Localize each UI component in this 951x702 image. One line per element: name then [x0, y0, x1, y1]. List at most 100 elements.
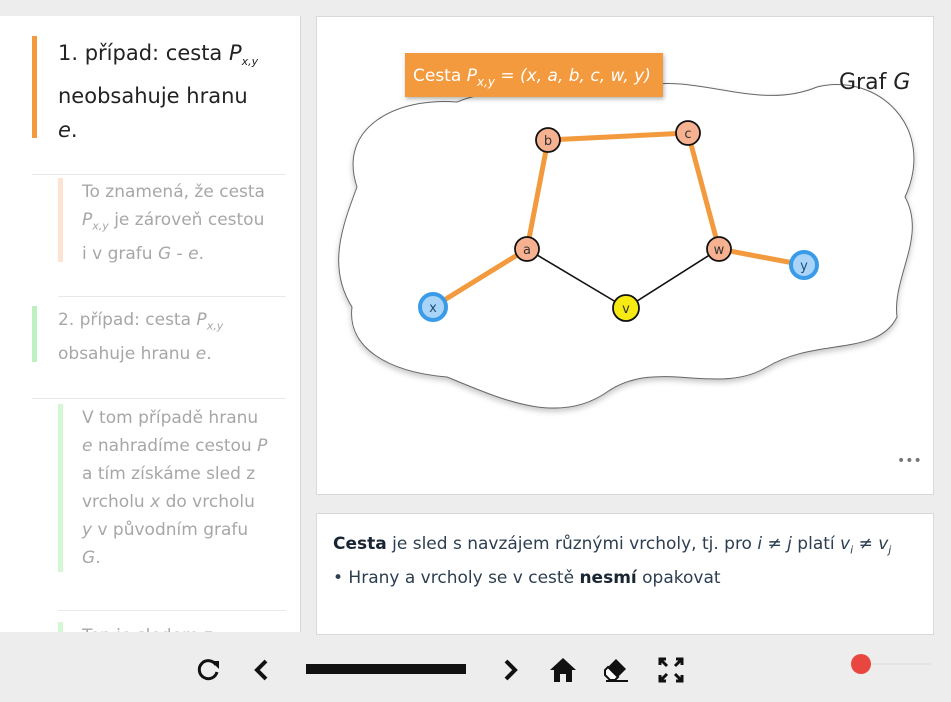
- callout-subscript: x,y: [476, 75, 496, 89]
- step-4-line2: nahradíme cestou: [92, 436, 258, 456]
- step-3-prefix: 2. případ: cesta: [58, 310, 197, 330]
- reload-icon[interactable]: [195, 656, 223, 684]
- next-icon[interactable]: [496, 656, 524, 684]
- node-w[interactable]: w: [706, 236, 732, 262]
- vertex-y-symbol: y: [82, 520, 93, 540]
- step-accent-bar: [58, 178, 63, 262]
- step-4-line4b: do vrcholu: [160, 492, 255, 512]
- callout-prefix: Cesta: [413, 66, 467, 86]
- step-3-end: .: [206, 344, 212, 365]
- node-x-circle[interactable]: [418, 292, 448, 322]
- step-2-line1: To znamená, že cesta: [82, 182, 265, 202]
- step-3[interactable]: 2. případ: cesta Px,y obsahuje hranu e.: [32, 306, 286, 399]
- step-4-text: V tom případě hranu e nahradíme cestou P…: [82, 404, 286, 572]
- node-y[interactable]: y: [789, 250, 819, 280]
- graph-title: Graf G: [839, 70, 910, 95]
- node-v[interactable]: v: [612, 294, 640, 322]
- node-v-label: v: [622, 302, 630, 317]
- step-2-line3a: i v grafu: [82, 244, 158, 265]
- graph-symbol: G: [157, 244, 172, 265]
- step-4-line3: a tím získáme sled z: [82, 464, 256, 484]
- steps-panel: 1. případ: cesta Px,y neobsahuje hranu e…: [0, 16, 301, 632]
- record-dot-icon[interactable]: [851, 654, 871, 674]
- callout-symbol: P: [467, 66, 478, 86]
- record-slider-track[interactable]: [871, 663, 931, 665]
- step-3-text: 2. případ: cesta Px,y obsahuje hranu e.: [58, 306, 286, 368]
- step-5[interactable]: Ten je sledem z: [58, 622, 286, 632]
- step-4[interactable]: V tom případě hranu e nahradíme cestou P…: [58, 404, 286, 611]
- edge-v-w: [625, 248, 720, 309]
- progress-bar[interactable]: [306, 664, 466, 674]
- node-x[interactable]: x: [418, 292, 448, 322]
- node-b-label: b: [544, 134, 552, 149]
- step-2-line3b: -: [171, 244, 189, 265]
- node-c[interactable]: c: [675, 120, 701, 146]
- edge-x-a: [431, 246, 529, 310]
- vertex-vi-sub: i: [850, 543, 854, 557]
- definition-bullet: • Hrany a vrcholy se v cestě nesmí opako…: [333, 564, 917, 592]
- step-accent-bar: [58, 404, 63, 572]
- path-subscript: x,y: [92, 219, 109, 233]
- node-y-label: y: [800, 259, 808, 274]
- bullet-end: opakovat: [636, 568, 721, 589]
- step-4-line1: V tom případě hranu: [82, 408, 259, 428]
- step-2[interactable]: To znamená, že cesta Px,y je zároveň ces…: [58, 178, 286, 297]
- prev-icon[interactable]: [248, 656, 276, 684]
- neq-symbol: ≠: [762, 534, 788, 554]
- node-c-label: c: [684, 127, 691, 142]
- bullet-bold: nesmí: [579, 568, 637, 589]
- step-5-text: Ten je sledem z: [82, 622, 286, 632]
- definition-text2: platí: [791, 534, 841, 554]
- definition-panel: Cesta je sled s navzájem různými vrcholy…: [316, 513, 934, 635]
- eraser-icon[interactable]: [603, 656, 631, 684]
- step-4-line5: v původním grafu: [92, 520, 249, 540]
- step-2-line2: je zároveň cestou: [108, 210, 265, 230]
- graph-nodes: x a b c w y v: [418, 120, 819, 322]
- path-subscript: x,y: [206, 319, 224, 333]
- graph-boundary-blob: [338, 83, 915, 409]
- node-y-circle[interactable]: [789, 250, 819, 280]
- path-symbol: P: [228, 41, 242, 65]
- step-1-line2: neobsahuje hranu: [58, 84, 248, 109]
- index-j: j: [787, 534, 792, 554]
- node-x-label: x: [429, 301, 437, 316]
- node-c-circle[interactable]: [675, 120, 701, 146]
- step-accent-bar: [32, 306, 37, 362]
- node-a[interactable]: a: [514, 236, 540, 262]
- step-4-line4a: vrcholu: [82, 492, 151, 512]
- node-v-circle[interactable]: [612, 294, 640, 322]
- edge-symbol: e: [82, 436, 93, 456]
- bullet-text: • Hrany a vrcholy se v cestě: [333, 568, 580, 589]
- graph-title-word: Graf: [839, 70, 893, 95]
- vertex-vj: v: [878, 534, 889, 554]
- step-1-text: 1. případ: cesta Px,y neobsahuje hranu e…: [58, 36, 286, 147]
- edge-symbol: e: [195, 344, 207, 365]
- node-w-label: w: [714, 243, 725, 258]
- node-a-circle[interactable]: [514, 236, 540, 262]
- node-w-circle[interactable]: [706, 236, 732, 262]
- step-2-end: .: [198, 244, 204, 265]
- definition-text1: je sled s navzájem různými vrcholy, tj. …: [386, 534, 758, 554]
- node-b-circle[interactable]: [535, 127, 561, 153]
- callout-text: Cesta Px,y = (x, a, b, c, w, y): [413, 66, 651, 89]
- path-callout: Cesta Px,y = (x, a, b, c, w, y): [405, 53, 663, 97]
- step-1[interactable]: 1. případ: cesta Px,y neobsahuje hranu e…: [32, 36, 286, 175]
- vertex-vj-sub: j: [888, 543, 892, 557]
- step-1-end: .: [70, 118, 78, 143]
- path-symbol: P: [196, 310, 207, 330]
- neq-symbol: ≠: [853, 534, 879, 554]
- path-symbol: P: [257, 436, 268, 456]
- fullscreen-icon[interactable]: [657, 656, 685, 684]
- step-1-prefix: 1. případ: cesta: [58, 41, 229, 65]
- home-icon[interactable]: [549, 656, 577, 684]
- more-options-icon[interactable]: •••: [897, 453, 922, 469]
- graph-symbol: G: [82, 548, 96, 568]
- index-i: i: [757, 534, 763, 554]
- step-3-line2: obsahuje hranu: [58, 344, 196, 365]
- callout-rest: = (x, a, b, c, w, y): [495, 66, 651, 86]
- node-b[interactable]: b: [535, 127, 561, 153]
- graph-canvas: Graf G x a b c w y v Cesta Px,y = (x, a, b, c,…: [338, 53, 922, 469]
- bottom-toolbar: [0, 636, 951, 702]
- step-accent-bar: [58, 622, 63, 632]
- step-4-end: .: [95, 548, 101, 568]
